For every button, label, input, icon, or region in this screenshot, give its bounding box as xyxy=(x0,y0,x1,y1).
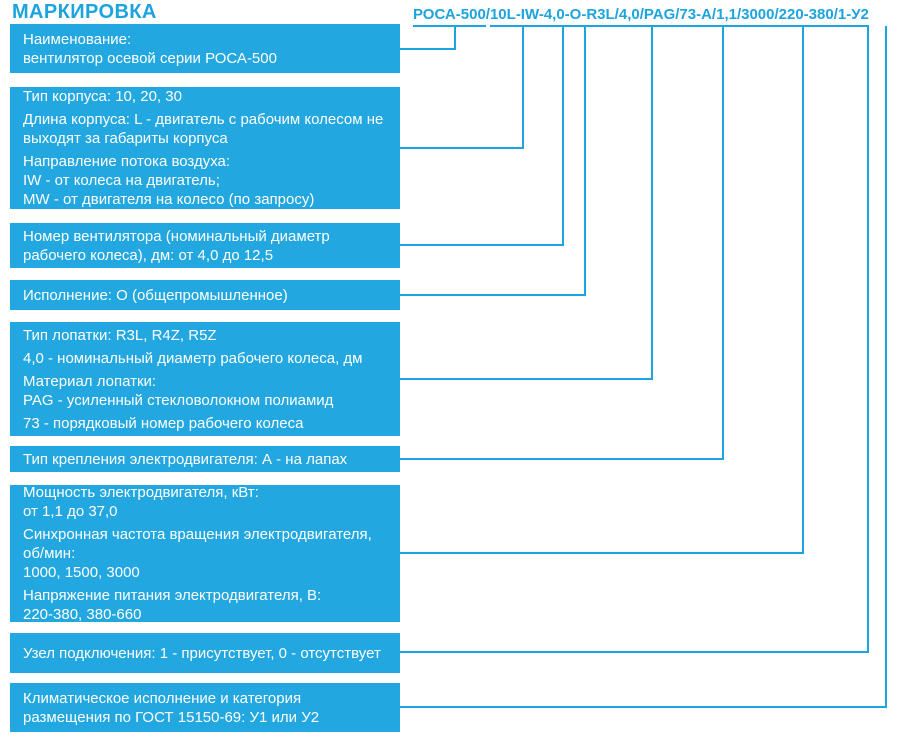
label-text: 73 - порядковый номер рабочего колеса xyxy=(23,414,304,432)
label-text: Тип крепления электродвигателя: А - на л… xyxy=(23,450,348,468)
product-code-separator: / xyxy=(485,6,490,23)
label-box-housing: Тип корпуса: 10, 20, 30 Длина корпуса: L… xyxy=(10,87,400,209)
connector-line-fan-number xyxy=(400,26,564,246)
label-text: Климатическое исполнение и категория раз… xyxy=(23,689,320,726)
connector-line-blade xyxy=(400,26,653,380)
connector-line-connection-unit xyxy=(400,26,869,653)
connector-line-design xyxy=(400,26,586,296)
label-text: Исполнение: О (общепромышленное) xyxy=(23,286,288,304)
label-text: Синхронная частота вращения электродвига… xyxy=(23,526,372,581)
page-title: МАРКИРОВКА xyxy=(12,1,157,23)
label-text: Материал лопатки: PAG - усиленный стекло… xyxy=(23,372,334,409)
connector-line-name xyxy=(400,26,456,50)
label-text: Номер вентилятора (номинальный диаметр р… xyxy=(23,227,330,264)
label-text: Наименование: вентилятор осевой серии РО… xyxy=(23,30,277,67)
label-text: Тип лопатки: R3L, R4Z, R5Z xyxy=(23,326,217,344)
label-box-design: Исполнение: О (общепромышленное) xyxy=(10,280,400,310)
connector-line-motor-power xyxy=(400,26,804,554)
label-text: Тип корпуса: 10, 20, 30 xyxy=(23,88,182,105)
label-text: 4,0 - номинальный диаметр рабочего колес… xyxy=(23,349,363,367)
connector-line-climate xyxy=(400,26,887,708)
label-text: Напряжение питания электродвигателя, В: … xyxy=(23,587,322,623)
product-code: РОСА-500/10L-IW-4,0-O-R3L/4,0/PAG/73-A/1… xyxy=(413,6,900,27)
connector-line-motor-mount xyxy=(400,26,724,460)
label-box-name: Наименование: вентилятор осевой серии РО… xyxy=(10,24,400,73)
connector-line-housing xyxy=(400,26,524,149)
label-box-fan-number: Номер вентилятора (номинальный диаметр р… xyxy=(10,223,400,268)
label-box-connection-unit: Узел подключения: 1 - присутствует, 0 - … xyxy=(10,633,400,673)
label-text: Направление потока воздуха: IW - от коле… xyxy=(23,153,315,208)
label-box-climate: Климатическое исполнение и категория раз… xyxy=(10,683,400,732)
label-text: Мощность электродвигателя, кВт: от 1,1 д… xyxy=(23,484,259,520)
label-text: Длина корпуса: L - двигатель с рабочим к… xyxy=(23,111,384,147)
label-box-motor-power: Мощность электродвигателя, кВт: от 1,1 д… xyxy=(10,484,400,623)
label-text: Узел подключения: 1 - присутствует, 0 - … xyxy=(23,644,381,662)
product-code-prefix: РОСА-500 xyxy=(413,6,486,27)
product-code-rest: 10L-IW-4,0-O-R3L/4,0/PAG/73-A/1,1/3000/2… xyxy=(489,6,869,27)
label-box-blade: Тип лопатки: R3L, R4Z, R5Z 4,0 - номинал… xyxy=(10,322,400,436)
label-box-motor-mount: Тип крепления электродвигателя: А - на л… xyxy=(10,446,400,472)
